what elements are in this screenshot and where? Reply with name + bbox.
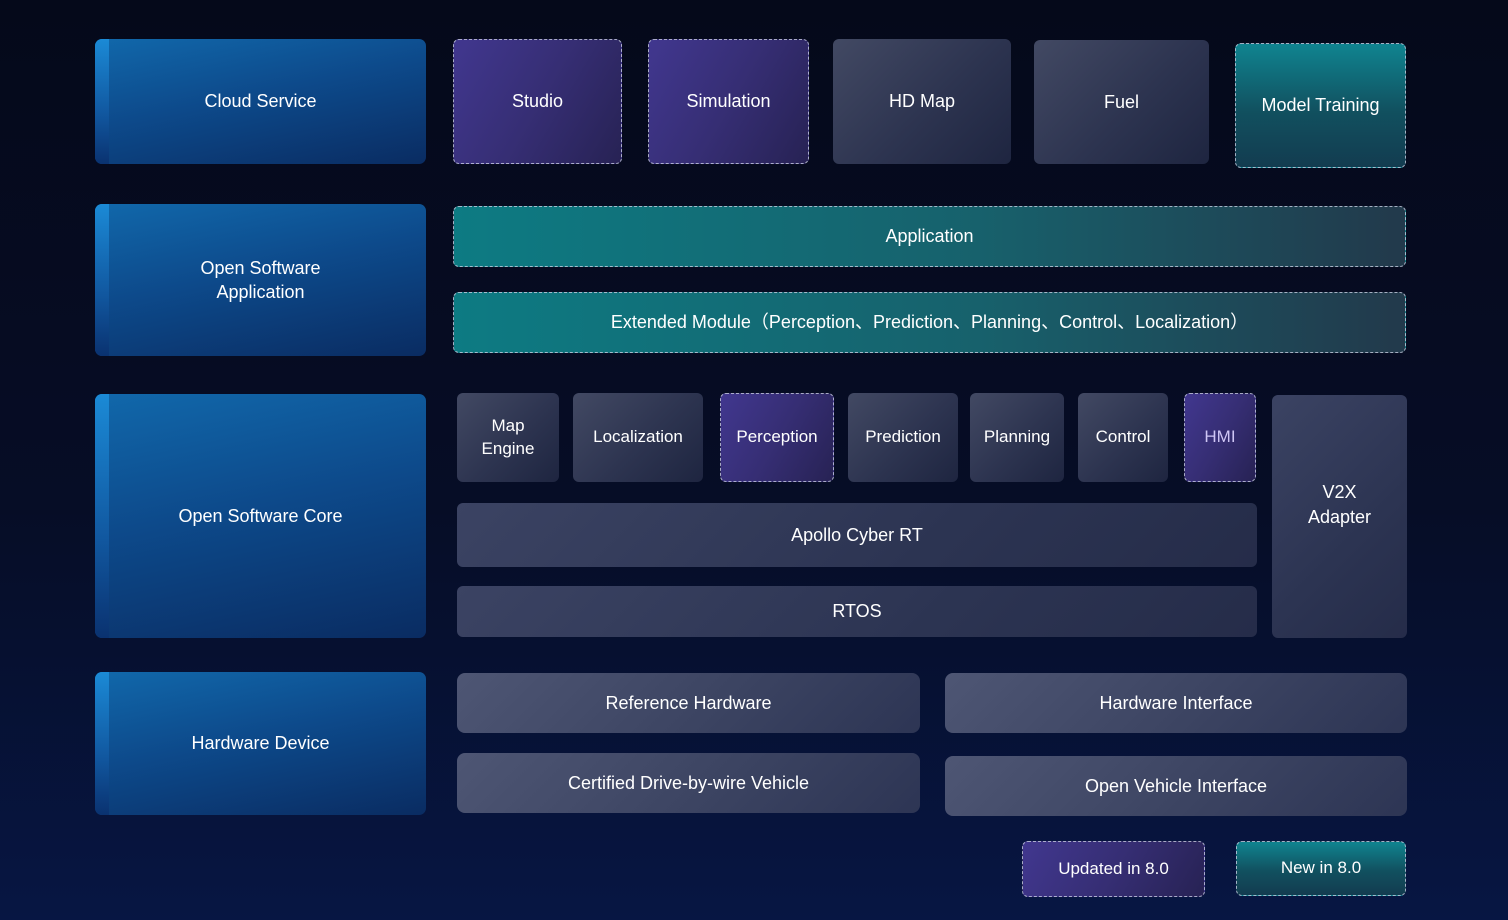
open-software-application-label: Open Software Application (200, 257, 321, 302)
legend-updated-badge: Updated in 8.0 (1022, 841, 1205, 897)
legend-new-badge: New in 8.0 (1236, 841, 1406, 896)
cloud-service-box: Cloud Service (95, 39, 426, 164)
rtos-label: RTOS (832, 601, 882, 622)
hd-map-label: HD Map (888, 91, 955, 112)
hardware-device-label: Hardware Device (191, 733, 330, 754)
cloud-service-label: Cloud Service (204, 91, 317, 112)
open-vehicle-interface-box: Open Vehicle Interface (945, 756, 1407, 816)
map-engine-label: Map Engine (481, 415, 535, 458)
open-software-core-box: Open Software Core (95, 394, 426, 638)
reference-hardware-label: Reference Hardware (605, 692, 772, 713)
localization-label: Localization (593, 427, 683, 447)
control-label: Control (1095, 427, 1151, 447)
hardware-interface-label: Hardware Interface (1099, 692, 1253, 713)
open-software-core-label: Open Software Core (178, 505, 343, 526)
fuel-box: Fuel (1034, 40, 1209, 164)
v2x-adapter-box: V2X Adapter (1272, 395, 1407, 638)
prediction-box: Prediction (848, 393, 958, 482)
model-training-label: Model Training (1261, 95, 1380, 116)
hmi-label: HMI (1204, 427, 1236, 447)
legend-updated-label: Updated in 8.0 (1058, 858, 1169, 878)
extended-module-bar: Extended Module（Perception、Prediction、Pl… (453, 292, 1406, 353)
extended-module-label: Extended Module（Perception、Prediction、Pl… (610, 312, 1249, 333)
certified-drive-by-wire-vehicle-label: Certified Drive-by-wire Vehicle (567, 772, 810, 793)
planning-label: Planning (983, 427, 1051, 447)
apollo-cyber-rt-bar: Apollo Cyber RT (457, 503, 1257, 567)
hardware-device-box: Hardware Device (95, 672, 426, 815)
hd-map-box: HD Map (833, 39, 1011, 164)
map-engine-box: Map Engine (457, 393, 559, 482)
left-accent-bar (95, 39, 109, 164)
control-box: Control (1078, 393, 1168, 482)
left-accent-bar (95, 394, 109, 638)
prediction-label: Prediction (865, 427, 941, 447)
certified-drive-by-wire-vehicle-box: Certified Drive-by-wire Vehicle (457, 753, 920, 813)
fuel-label: Fuel (1103, 91, 1139, 112)
localization-box: Localization (573, 393, 703, 482)
hardware-interface-box: Hardware Interface (945, 673, 1407, 733)
legend-new-label: New in 8.0 (1280, 858, 1362, 878)
studio-box: Studio (453, 39, 622, 164)
simulation-box: Simulation (648, 39, 809, 164)
left-accent-bar (95, 672, 109, 815)
application-label: Application (885, 226, 974, 247)
hmi-box: HMI (1184, 393, 1256, 482)
application-bar: Application (453, 206, 1406, 267)
simulation-label: Simulation (686, 91, 771, 112)
rtos-bar: RTOS (457, 586, 1257, 637)
open-vehicle-interface-label: Open Vehicle Interface (1084, 775, 1268, 796)
perception-label: Perception (736, 427, 818, 447)
studio-label: Studio (511, 91, 564, 112)
reference-hardware-box: Reference Hardware (457, 673, 920, 733)
left-accent-bar (95, 204, 109, 356)
open-software-application-box: Open Software Application (95, 204, 426, 356)
apollo-cyber-rt-label: Apollo Cyber RT (791, 524, 923, 545)
perception-box: Perception (720, 393, 834, 482)
v2x-adapter-label: V2X Adapter (1307, 482, 1372, 527)
planning-box: Planning (970, 393, 1064, 482)
model-training-box: Model Training (1235, 43, 1406, 168)
